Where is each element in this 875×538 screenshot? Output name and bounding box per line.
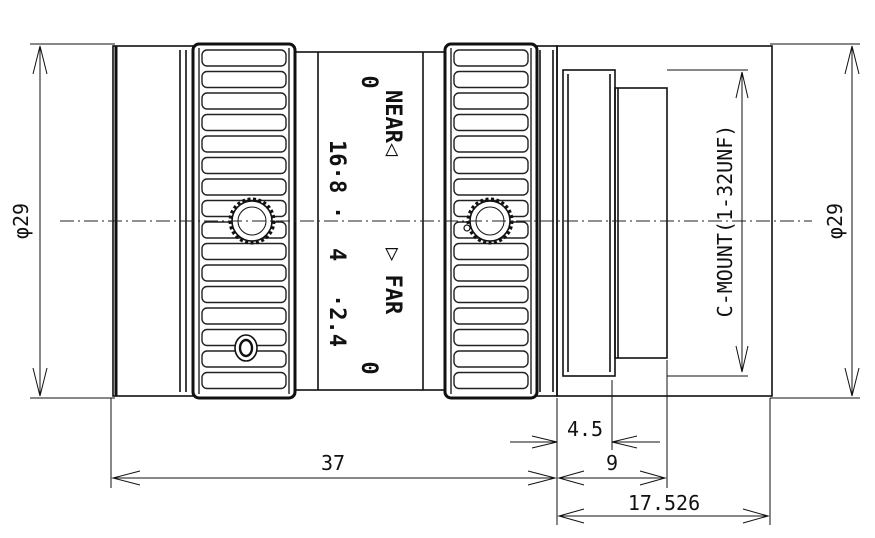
aperture-ring-knurl: [450, 48, 532, 394]
knurl-segment: [453, 328, 529, 347]
knurl-segment: [201, 92, 287, 110]
aperture-f16: 16·: [324, 140, 349, 180]
mount-flange: [562, 69, 616, 377]
right-diameter-label: φ29: [823, 203, 847, 239]
knurl-segment: [453, 178, 529, 196]
left-diameter-dimension: φ29: [9, 45, 48, 397]
knurl-segment: [453, 350, 529, 368]
knurl-segment: [201, 156, 287, 175]
knurl-segment: [453, 285, 529, 304]
flange-17-526-label: 17.526: [628, 491, 700, 515]
knurl-segment: [453, 156, 529, 175]
flange-9-label: 9: [606, 451, 618, 475]
knurl-segment: [201, 178, 287, 196]
rear-barrel: [556, 45, 773, 397]
focus-far-zero: 0: [356, 361, 381, 374]
mount-thread: [614, 87, 668, 359]
knurl-segment: [453, 371, 529, 390]
flange-9-dimension: 9: [557, 451, 667, 486]
aperture-f4: 4: [324, 248, 349, 261]
knurl-segment: [201, 70, 287, 89]
knurl-segment: [201, 264, 287, 282]
knurl-segment: [453, 70, 529, 89]
aperture-f8: 8: [324, 180, 349, 193]
flange-17-526-dimension: 17.526: [557, 491, 770, 524]
focus-far-label: ▷ FAR: [380, 248, 405, 315]
knurl-segment: [453, 135, 529, 153]
knurl-segment: [453, 264, 529, 282]
overall-length-dimension: 37: [111, 451, 557, 486]
knurl-segment: [201, 371, 287, 390]
flange-4-5-label: 4.5: [567, 417, 603, 441]
knurl-segment: [201, 307, 287, 325]
knurl-segment: [201, 242, 287, 261]
knurl-segment: [201, 113, 287, 132]
knurl-segment: [201, 135, 287, 153]
right-diameter-dimension: φ29: [823, 45, 860, 397]
overall-length-label: 37: [321, 451, 345, 475]
mount-thread-dimension: C-MOUNT(1-32UNF): [667, 69, 749, 377]
knurl-segment: [453, 242, 529, 261]
focus-near-label: NEAR◁: [380, 90, 405, 157]
knurl-segment: [453, 307, 529, 325]
knurl-segment: [201, 285, 287, 304]
knurl-segment: [453, 92, 529, 110]
left-diameter-label: φ29: [9, 203, 33, 239]
focus-near-zero: 0: [356, 75, 381, 88]
flange-4-5-dimension: 4.5: [510, 417, 660, 449]
set-screw: [234, 334, 258, 362]
aperture-f2-4: ·2.4: [324, 294, 349, 347]
aperture-f5-6: ·: [324, 206, 349, 219]
knurl-segment: [453, 49, 529, 67]
knurl-segment: [201, 49, 287, 67]
knurl-segment: [453, 113, 529, 132]
mount-label: C-MOUNT(1-32UNF): [713, 125, 737, 318]
